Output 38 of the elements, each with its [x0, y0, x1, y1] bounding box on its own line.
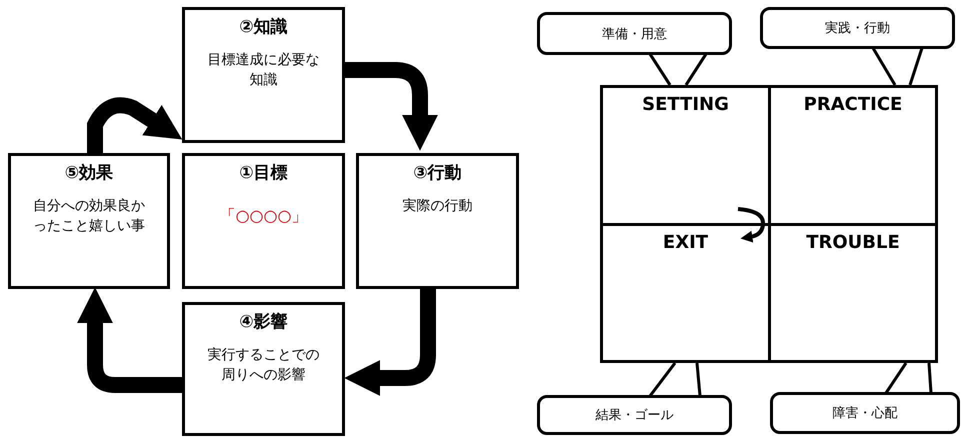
quadrant-heading: EXIT	[662, 232, 708, 254]
quadrant-cell	[600, 85, 771, 226]
callout-tail	[648, 52, 708, 86]
box-heading: ③行動	[413, 162, 462, 184]
quadrant-cell	[600, 223, 771, 363]
box-heading: ①目標	[239, 162, 288, 184]
box-heading: ④影響	[239, 311, 288, 333]
box-text: 実際の行動	[402, 197, 474, 216]
bubble-text: 準備・用意	[602, 26, 667, 42]
speech-bubble	[537, 395, 732, 435]
concept-box	[356, 153, 519, 289]
concept-box	[182, 7, 345, 143]
speech-bubble	[770, 392, 960, 434]
quadrant-heading: TROUBLE	[806, 232, 900, 254]
box-text: 目標達成に必要な知識	[206, 51, 320, 90]
box-text: 「○○○○」	[218, 206, 308, 226]
callout-tail	[884, 362, 932, 394]
concept-box	[182, 153, 345, 289]
arrow	[344, 289, 436, 396]
box-text: 自分への効果良かったこと嬉しい事	[32, 197, 146, 236]
quadrant-heading: SETTING	[642, 94, 729, 116]
quadrant-heading: PRACTICE	[804, 94, 902, 116]
bubble-text: 結果・ゴール	[596, 407, 674, 424]
concept-box	[8, 153, 170, 289]
bubble-text: 実践・行動	[825, 20, 890, 37]
box-text: 実行することでの周りへの影響	[206, 346, 320, 385]
arrow	[345, 62, 438, 151]
callout-tail	[872, 46, 924, 86]
concept-box	[182, 302, 345, 436]
box-heading: ②知識	[239, 16, 288, 38]
quadrant-cell	[768, 85, 938, 226]
speech-bubble	[537, 12, 732, 55]
speech-bubble	[760, 7, 955, 49]
quadrant-cell	[768, 223, 938, 363]
callout-tail	[648, 362, 702, 398]
bubble-text: 障害・心配	[832, 405, 898, 422]
arrow	[77, 287, 182, 393]
box-heading: ⑤効果	[64, 162, 114, 184]
